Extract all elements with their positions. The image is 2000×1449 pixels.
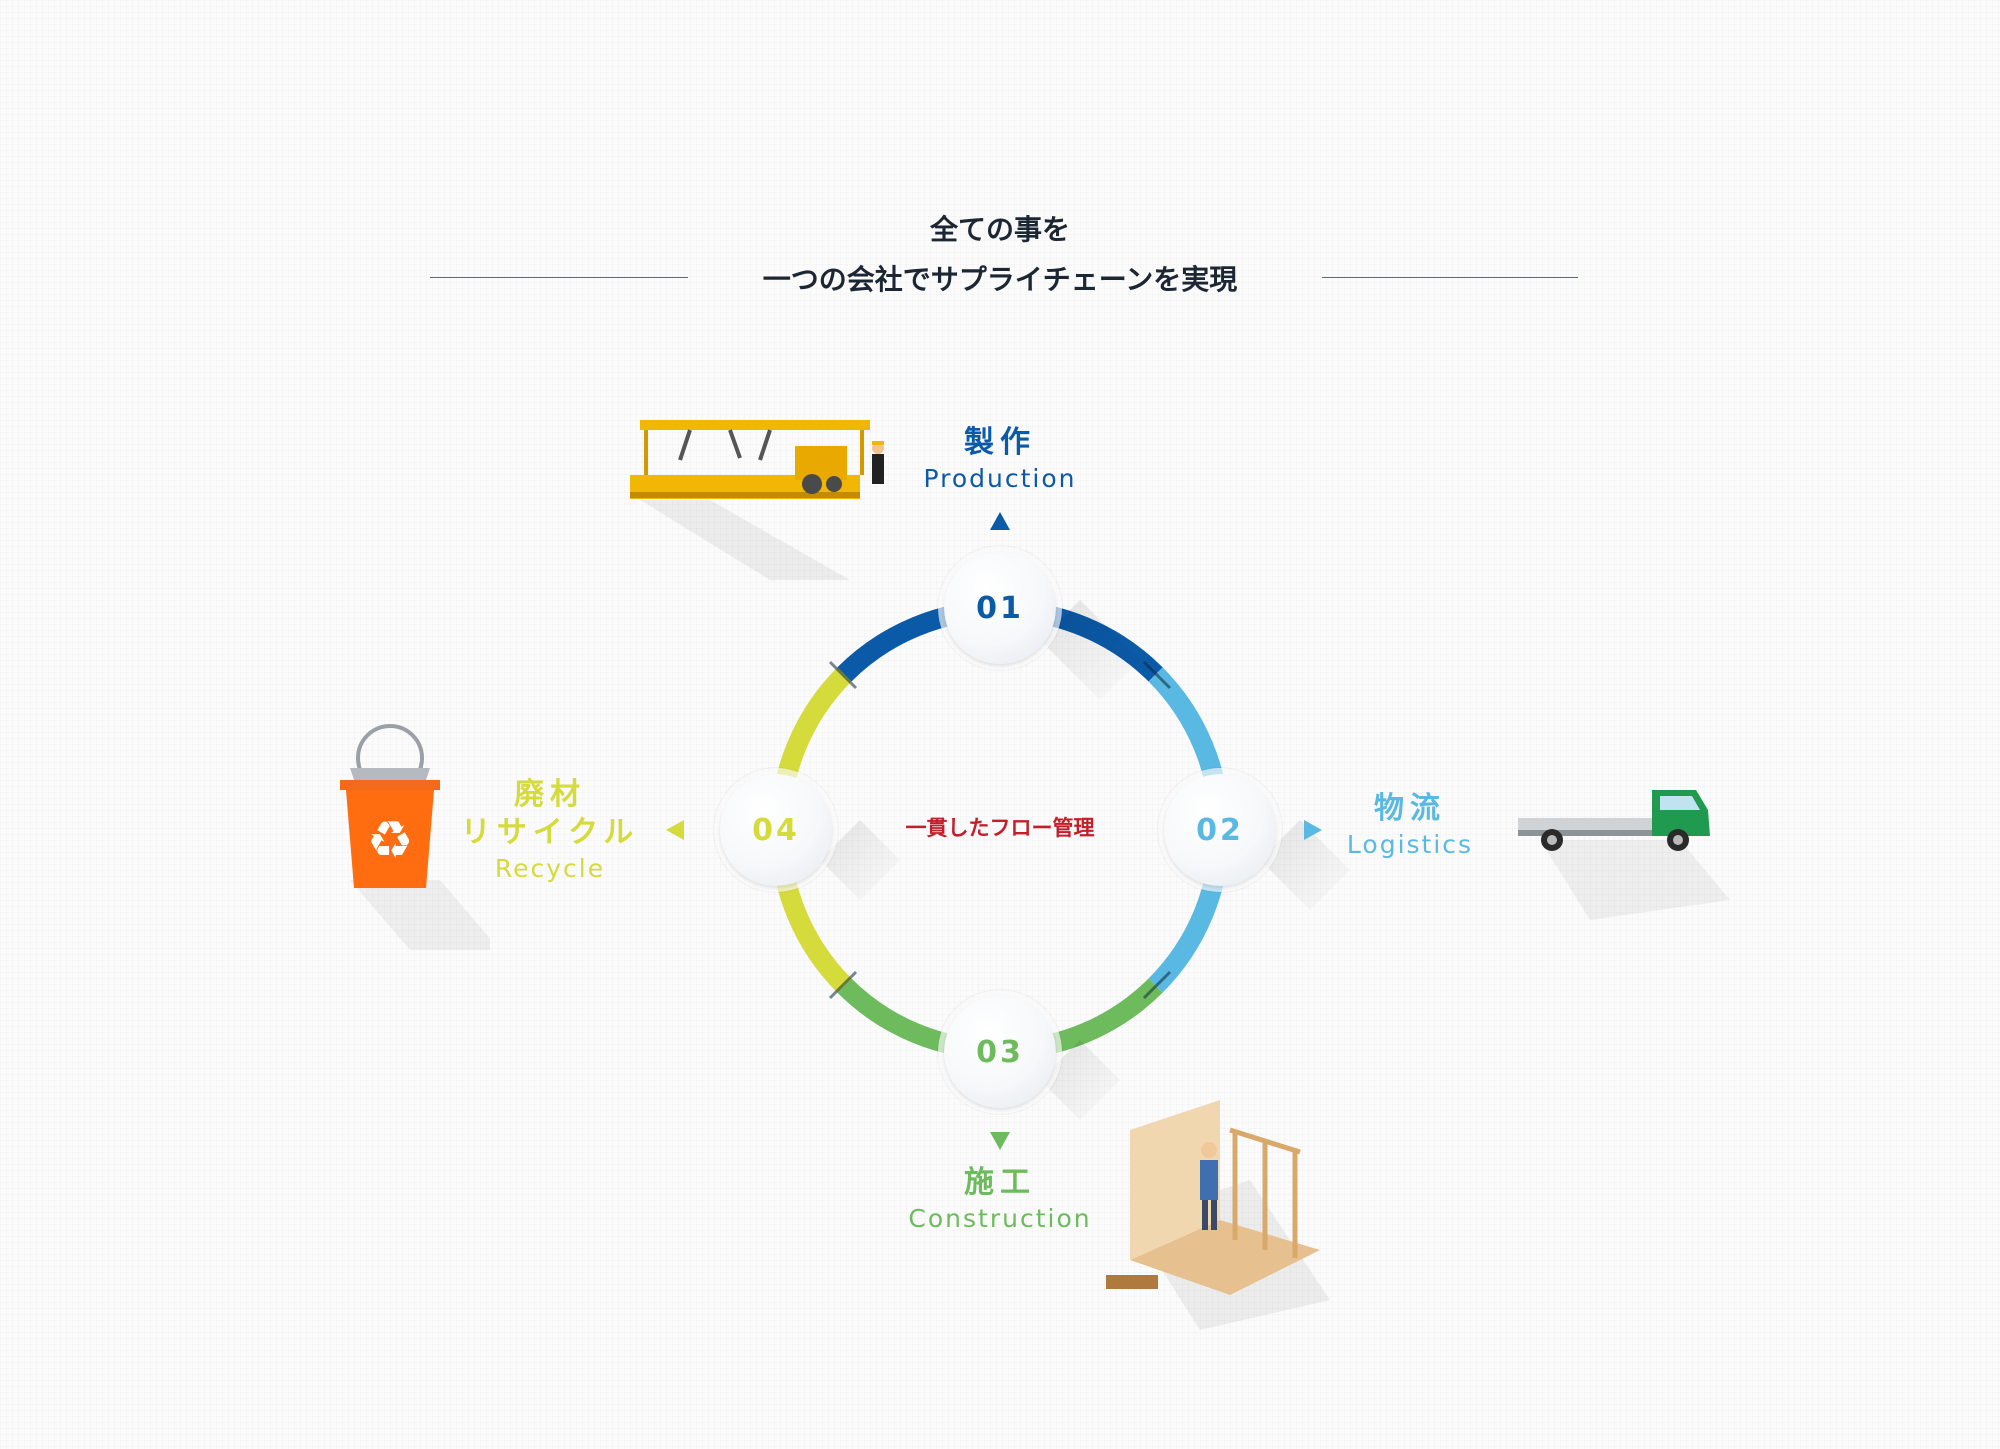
label-en-logistics: Logistics — [1346, 830, 1474, 859]
heading-line-1: 全ての事を — [929, 213, 1070, 246]
step-number-01: 01 — [976, 590, 1024, 626]
carpenter-framing-wall-illustration — [1106, 1100, 1330, 1330]
arrow-left-recycle — [666, 820, 684, 840]
heading-line-2: 一つの会社でサプライチェーンを実現 — [762, 263, 1238, 296]
center-label: 一貫したフロー管理 — [905, 816, 1095, 840]
step-label-logistics: 物流 Logistics — [1320, 790, 1500, 862]
node-shadow-04 — [820, 820, 900, 900]
factory-assembly-line-illustration — [630, 420, 884, 580]
orange-recycle-bin-illustration: ♻ — [340, 724, 490, 950]
green-flatbed-truck-illustration — [1518, 790, 1730, 920]
label-jp-production: 製作 — [964, 425, 1036, 460]
ring-separators — [828, 660, 1172, 1000]
step-node-03: 03 — [944, 996, 1056, 1108]
node-shadow-01 — [1040, 600, 1140, 700]
node-shadow-02 — [1260, 820, 1350, 910]
heading-rule-left — [430, 277, 688, 278]
label-en-construction: Construction — [908, 1204, 1092, 1233]
step-node-01: 01 — [944, 552, 1056, 664]
step-node-02: 02 — [1164, 774, 1276, 886]
arrow-down-construction — [990, 1132, 1010, 1150]
label-jp-recycle-2: リサイクル — [460, 815, 640, 850]
label-jp-construction: 施工 — [964, 1165, 1036, 1200]
step-label-construction: 施工 Construction — [880, 1164, 1120, 1236]
label-jp-recycle-1: 廃材 — [514, 777, 586, 812]
label-en-recycle: Recycle — [494, 854, 606, 883]
step-number-04: 04 — [752, 812, 800, 848]
step-label-recycle: 廃材 リサイクル Recycle — [440, 776, 660, 886]
node-shadow-03 — [1040, 1040, 1120, 1120]
step-number-02: 02 — [1196, 812, 1244, 848]
heading-rule-right — [1322, 277, 1578, 278]
step-node-04: 04 — [720, 774, 832, 886]
label-en-production: Production — [923, 464, 1077, 493]
arrow-right-logistics — [1304, 820, 1322, 840]
label-jp-logistics: 物流 — [1374, 791, 1446, 826]
step-label-production: 製作 Production — [880, 424, 1120, 496]
step-number-03: 03 — [976, 1034, 1024, 1070]
svg-text:♻: ♻ — [367, 811, 414, 871]
page-heading: 全ての事を 一つの会社でサプライチェーンを実現 — [0, 205, 2000, 305]
arrow-up-production — [990, 512, 1010, 530]
